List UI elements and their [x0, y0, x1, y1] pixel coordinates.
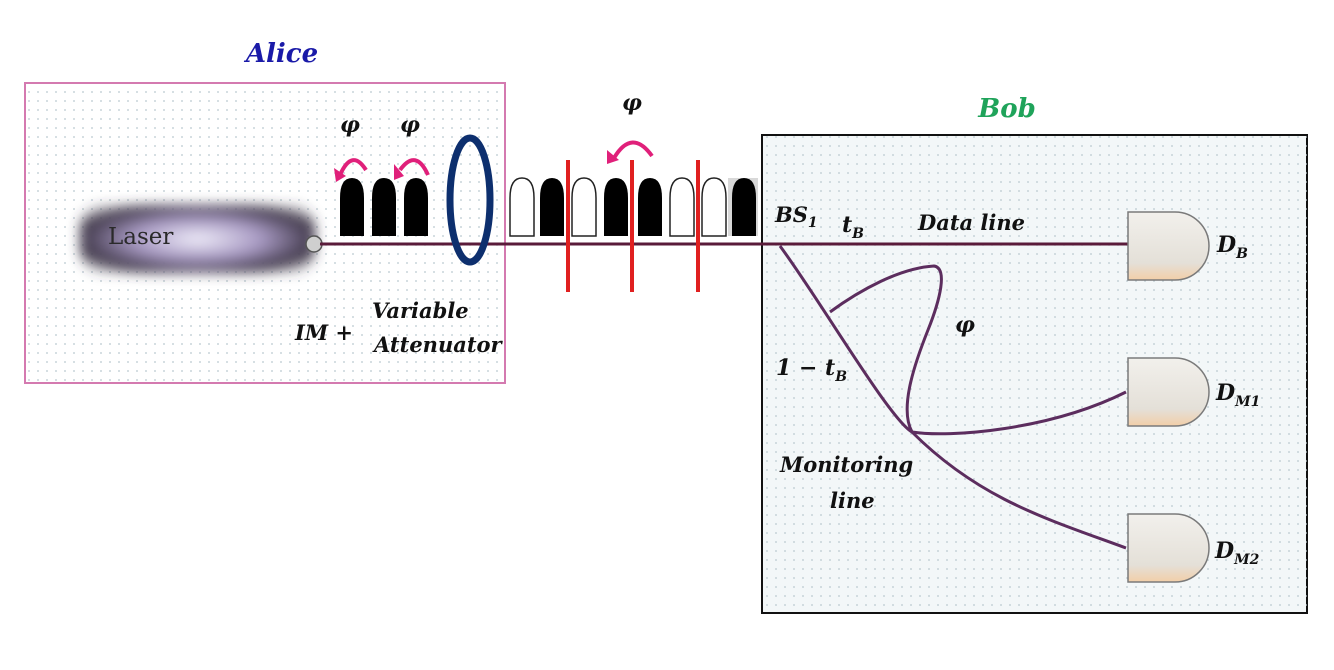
data-line-transmittance: tB [842, 212, 864, 242]
channel-phase-rotation: φ [607, 90, 654, 164]
detector-db: DB [1127, 211, 1248, 281]
data-line-label: Data line [917, 210, 1025, 235]
laser-source: Laser [80, 205, 323, 273]
detector-dm1: DM1 [1127, 357, 1260, 427]
phase-label-2: φ [400, 112, 420, 138]
pulse-markers [566, 160, 700, 292]
phase-label-3: φ [622, 90, 642, 116]
monitoring-fibers [778, 245, 1127, 550]
modulator-label-line2: Variable [372, 298, 469, 323]
laser-label: Laser [108, 224, 173, 250]
detector-dm2: DM2 [1127, 513, 1260, 583]
laser-aperture [305, 235, 323, 253]
monitoring-line-label-2: line [830, 488, 875, 513]
channel-pulses [509, 177, 758, 237]
bob-title: Bob [977, 94, 1036, 124]
svg-text:DM2: DM2 [1214, 538, 1260, 568]
modulator-label-line1: IM + [294, 320, 353, 345]
alice-pulses [340, 178, 428, 236]
modulator-label-line3: Attenuator [372, 332, 504, 357]
svg-text:DB: DB [1216, 232, 1248, 262]
monitoring-line-label-1: Monitoring [779, 452, 913, 477]
beamsplitter-label: BS1 [774, 202, 818, 231]
monitoring-coefficient: 1 − tB [776, 355, 847, 385]
alice-title: Alice [243, 39, 318, 69]
attenuator-ring [446, 134, 494, 266]
svg-text:DM1: DM1 [1215, 380, 1260, 410]
alice-phase-rotation: φ φ [334, 112, 430, 182]
monitoring-phase-label: φ [955, 312, 975, 338]
phase-label-1: φ [340, 112, 360, 138]
